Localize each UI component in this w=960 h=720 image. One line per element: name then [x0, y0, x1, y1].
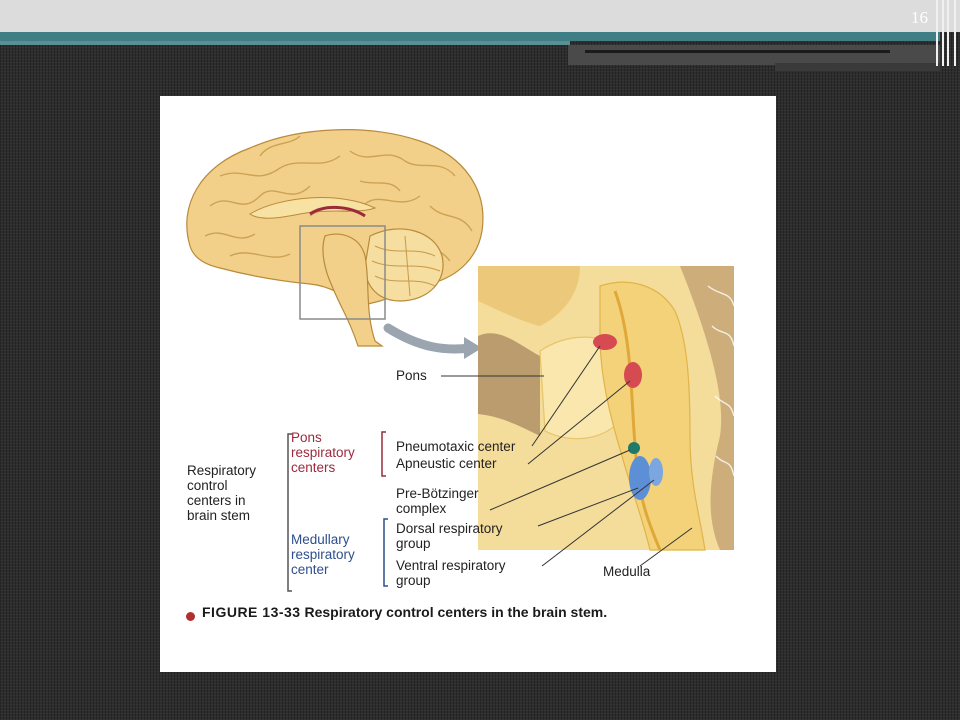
figure-caption: FIGURE 13-33 Respiratory control centers…	[186, 604, 766, 621]
slide-accent-bar	[0, 32, 940, 41]
label-pre-botzinger-2: complex	[396, 501, 447, 516]
apneustic-center-marker	[624, 362, 642, 388]
label-pons-centers-2: respiratory	[291, 445, 355, 460]
caption-bullet	[186, 612, 195, 621]
enlarged-brainstem	[478, 266, 735, 551]
label-pneumotaxic: Pneumotaxic center	[396, 439, 516, 454]
slide-accent-bar-lower	[0, 41, 570, 45]
zoom-box	[299, 225, 386, 320]
label-main-1: Respiratory	[187, 463, 257, 478]
slide-header-line	[585, 50, 890, 53]
caption-figure-number: FIGURE 13-33	[202, 604, 301, 620]
brain-stem	[322, 233, 384, 347]
label-ventral-2: group	[396, 573, 431, 588]
label-pre-botzinger-1: Pre-Bötzinger	[396, 486, 479, 501]
label-main-3: centers in	[187, 493, 246, 508]
ventral-group-marker	[649, 458, 663, 486]
brain-diagram	[186, 129, 735, 592]
label-pons-centers-3: centers	[291, 460, 336, 475]
slide-top-band	[0, 0, 960, 32]
dorsal-group-marker	[629, 456, 651, 500]
zoom-arrow	[383, 323, 475, 354]
pre-botzinger-marker	[628, 442, 640, 454]
slide-header-block-lower	[775, 63, 940, 71]
figure-card: Pons Pons respiratory centers Respirator…	[160, 96, 776, 672]
whole-brain-illustration	[186, 129, 484, 347]
label-dorsal-1: Dorsal respiratory	[396, 521, 503, 536]
label-medullary-3: center	[291, 562, 329, 577]
caption-text: Respiratory control centers in the brain…	[304, 604, 608, 620]
slide-header-block	[568, 45, 940, 65]
slide-corner-lines	[934, 0, 960, 66]
label-pons-centers-1: Pons	[291, 430, 322, 445]
pneumotaxic-center-marker	[593, 334, 617, 350]
label-medulla: Medulla	[603, 564, 651, 579]
label-dorsal-2: group	[396, 536, 431, 551]
slide-number: 16	[911, 8, 928, 27]
label-ventral-1: Ventral respiratory	[396, 558, 506, 573]
label-pons: Pons	[396, 368, 427, 383]
label-main-4: brain stem	[187, 508, 251, 523]
label-medullary-1: Medullary	[291, 532, 350, 547]
cerebellum	[364, 228, 444, 302]
label-medullary-2: respiratory	[291, 547, 355, 562]
label-main-2: control	[187, 478, 228, 493]
label-apneustic: Apneustic center	[396, 456, 497, 471]
leader-lines	[441, 345, 693, 567]
brackets	[287, 431, 388, 592]
